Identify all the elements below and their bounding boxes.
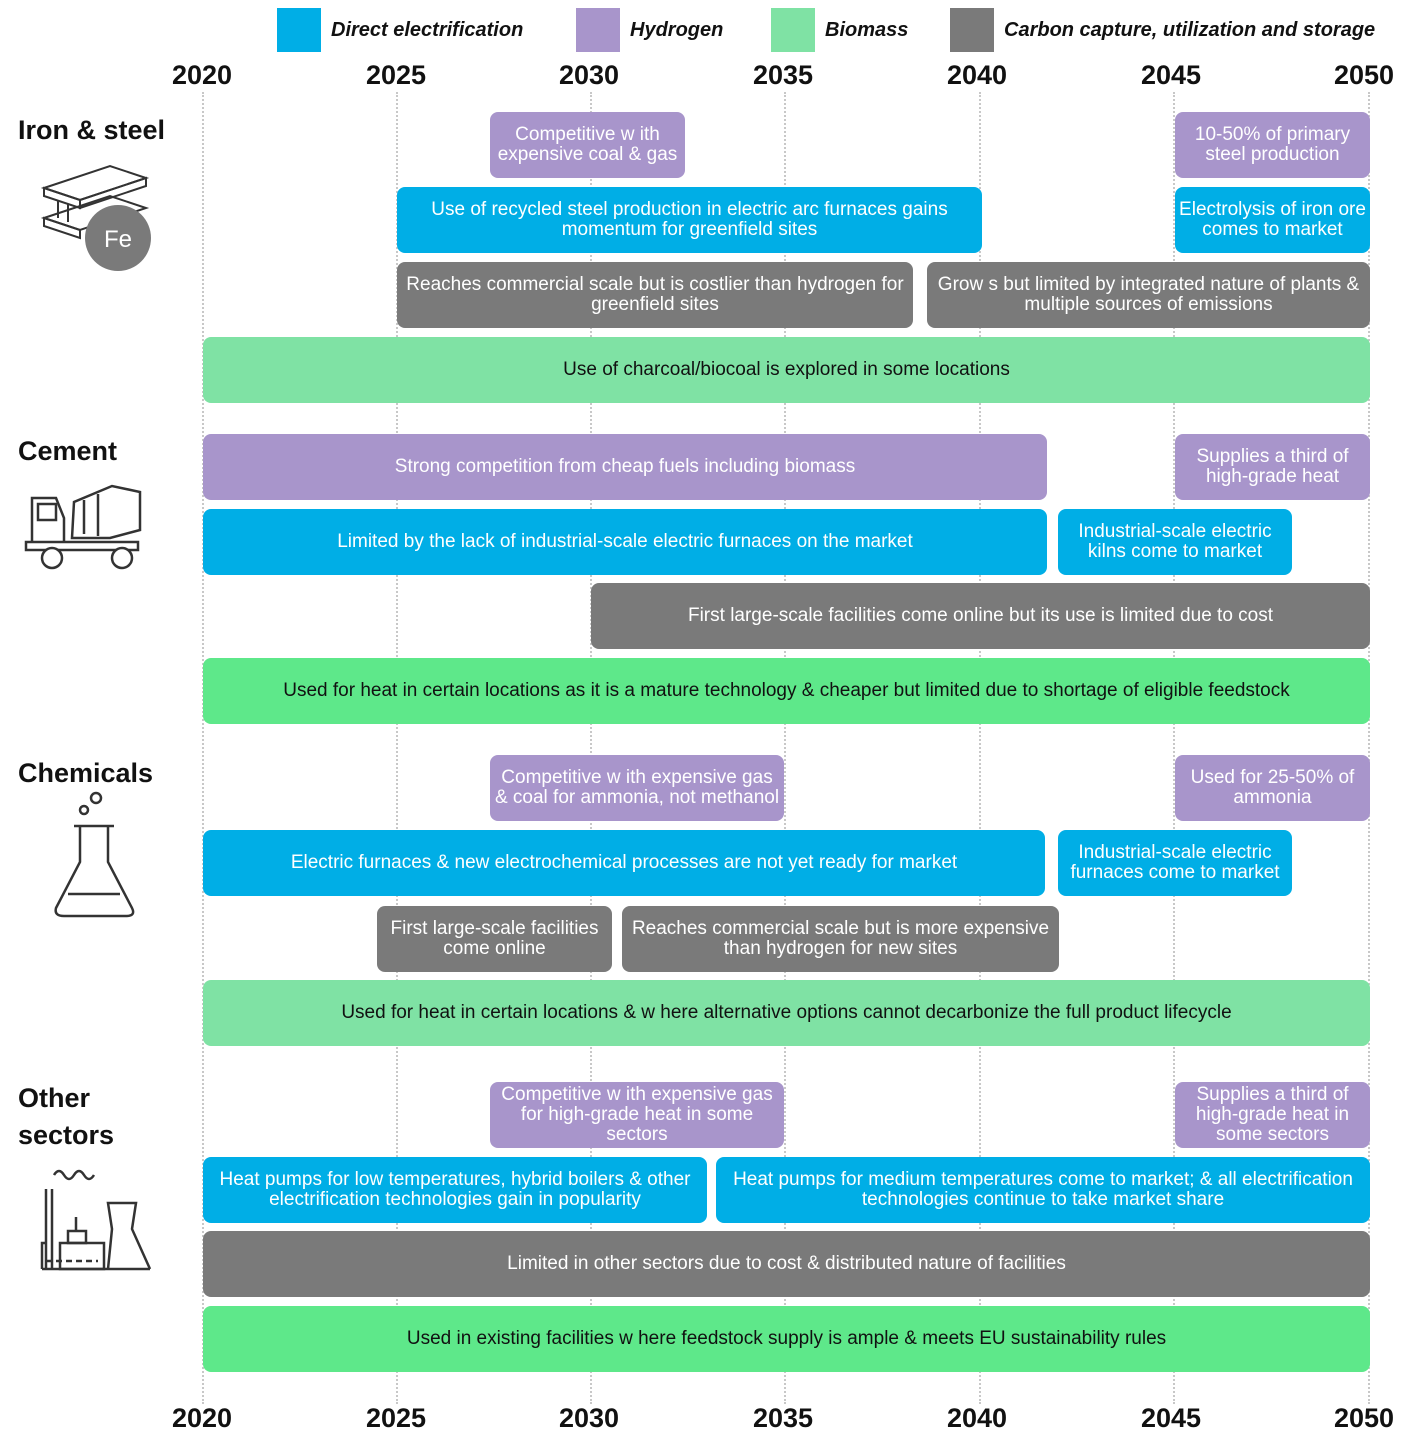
- other-electrification-bar: Heat pumps for low temperatures, hybrid …: [203, 1157, 707, 1223]
- year-label: 2040: [946, 1403, 1008, 1433]
- legend-swatch-purple: [576, 8, 620, 52]
- sector-title-chemicals: Chemicals: [18, 758, 154, 788]
- year-label: 2030: [558, 60, 620, 90]
- other-biomass-bar: Used in existing facilities w here feeds…: [203, 1306, 1370, 1372]
- gridline: [396, 92, 398, 1404]
- year-label: 2025: [365, 1403, 427, 1433]
- sector-title-cement: Cement: [18, 436, 118, 466]
- sector-title-other-line1: Other: [18, 1083, 91, 1113]
- legend-swatch-blue: [277, 8, 321, 52]
- iron-steel-electrification-bar: Electrolysis of iron ore comes to market: [1175, 187, 1370, 253]
- legend-label: Hydrogen: [630, 18, 724, 41]
- legend-swatch-gray: [950, 8, 994, 52]
- year-label: 2030: [558, 1403, 620, 1433]
- chemicals-electrification-bar: Electric furnaces & new electrochemical …: [203, 830, 1045, 896]
- legend-direct-electrification: Direct electrification: [277, 8, 523, 52]
- chemicals-hydrogen-bar: Used for 25-50% of ammonia: [1175, 755, 1370, 821]
- other-electrification-bar: Heat pumps for medium temperatures come …: [716, 1157, 1370, 1223]
- other-ccus-bar: Limited in other sectors due to cost & d…: [203, 1231, 1370, 1297]
- chemicals-biomass-bar: Used for heat in certain locations & w h…: [203, 980, 1370, 1046]
- year-label: 2020: [171, 60, 233, 90]
- chemicals-ccus-bar: Reaches commercial scale but is more exp…: [622, 906, 1059, 972]
- gridline: [202, 92, 204, 1404]
- other-hydrogen-bar: Supplies a third of high-grade heat in s…: [1175, 1082, 1370, 1148]
- iron-steel-ccus-bar: Reaches commercial scale but is costlier…: [397, 262, 913, 328]
- year-label: 2050: [1333, 60, 1395, 90]
- iron-steel-electrification-bar: Use of recycled steel production in elec…: [397, 187, 982, 253]
- legend-label: Direct electrification: [331, 18, 524, 41]
- cement-ccus-bar: First large-scale facilities come online…: [591, 583, 1370, 649]
- iron-steel-hydrogen-bar: 10-50% of primary steel production: [1175, 112, 1370, 178]
- year-label: 2050: [1333, 1403, 1395, 1433]
- other-hydrogen-bar: Competitive w ith expensive gas for high…: [490, 1082, 784, 1148]
- chemicals-ccus-bar: First large-scale facilities come online: [377, 906, 612, 972]
- cement-biomass-bar: Used for heat in certain locations as it…: [203, 658, 1370, 724]
- iron-steel-hydrogen-bar: Competitive w ith expensive coal & gas: [490, 112, 685, 178]
- cement-electrification-bar: Limited by the lack of industrial-scale …: [203, 509, 1047, 575]
- legend-swatch-green: [771, 8, 815, 52]
- year-label: 2025: [365, 60, 427, 90]
- year-label: 2020: [171, 1403, 233, 1433]
- year-label: 2045: [1140, 60, 1202, 90]
- factory-icon: [40, 1169, 152, 1271]
- chemicals-electrification-bar: Industrial-scale electric furnaces come …: [1058, 830, 1292, 896]
- year-label: 2040: [946, 60, 1008, 90]
- gridline: [590, 92, 592, 1404]
- cement-hydrogen-bar: Supplies a third of high-grade heat: [1175, 434, 1370, 500]
- iron-steel-biomass-bar: Use of charcoal/biocoal is explored in s…: [203, 337, 1370, 403]
- gridline: [784, 92, 786, 1404]
- gridline: [979, 92, 981, 1404]
- legend-hydrogen: Hydrogen: [576, 8, 723, 52]
- cement-electrification-bar: Industrial-scale electric kilns come to …: [1058, 509, 1292, 575]
- year-label: 2035: [752, 60, 814, 90]
- gridline: [1368, 92, 1370, 1404]
- cement-hydrogen-bar: Strong competition from cheap fuels incl…: [203, 434, 1047, 500]
- year-label: 2035: [752, 1403, 814, 1433]
- legend-biomass: Biomass: [771, 8, 908, 52]
- iron-steel-ccus-bar: Grow s but limited by integrated nature …: [927, 262, 1370, 328]
- chemicals-hydrogen-bar: Competitive w ith expensive gas & coal f…: [490, 755, 784, 821]
- sector-title-iron-steel: Iron & steel: [18, 115, 166, 145]
- fe-label: Fe: [104, 226, 132, 253]
- cement-truck-icon: [24, 484, 142, 570]
- legend-label: Carbon capture, utilization and storage: [1004, 18, 1376, 41]
- gridline: [1173, 92, 1175, 1404]
- legend-label: Biomass: [825, 18, 909, 41]
- year-label: 2045: [1140, 1403, 1202, 1433]
- flask-icon: [54, 791, 135, 918]
- legend-ccus: Carbon capture, utilization and storage: [950, 8, 1375, 52]
- steel-beam-icon: Fe: [40, 164, 151, 271]
- sector-title-other-line2: sectors: [18, 1120, 115, 1150]
